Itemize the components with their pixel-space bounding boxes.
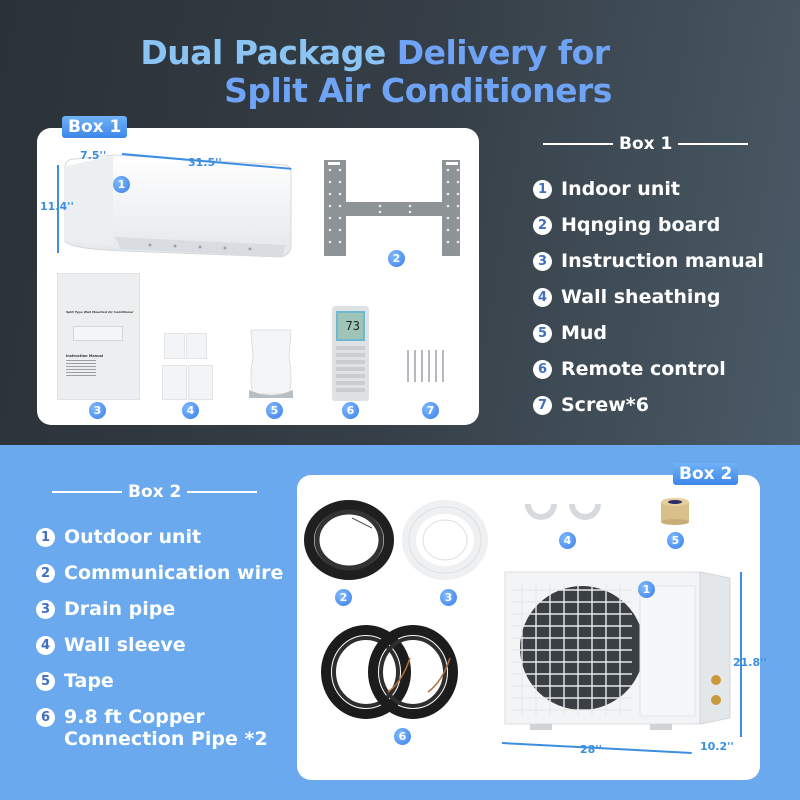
number-badge: 7 (533, 395, 552, 415)
tape-image (660, 497, 690, 525)
badge-4: 4 (559, 532, 576, 549)
badge-7: 7 (422, 402, 439, 419)
mud-pack-image (249, 328, 293, 400)
number-badge: 6 (36, 708, 55, 727)
badge-1: 1 (113, 176, 130, 193)
manual-label-box (73, 326, 123, 341)
number-badge: 2 (36, 563, 55, 583)
manual-subtitle: Instruction Manual (66, 354, 104, 358)
indoor-unit-image (55, 145, 295, 265)
number-badge: 3 (36, 599, 55, 619)
remote-buttons (336, 346, 365, 394)
badge-3: 3 (440, 589, 457, 606)
instruction-manual-image: Split Type Wall Mounted Air Conditioner … (57, 273, 140, 400)
drain-pipe-image (402, 500, 488, 580)
page-title-line1: Dual Package Delivery for (140, 33, 610, 72)
badge-6: 6 (394, 728, 411, 745)
number-badge: 2 (533, 215, 552, 235)
divider (187, 491, 258, 493)
box1-list-heading: Box 1 (543, 134, 749, 154)
dimension-arrow (57, 165, 59, 253)
badge-2: 2 (388, 250, 405, 267)
number-badge: 5 (533, 323, 552, 343)
badge-3: 3 (89, 402, 106, 419)
divider (678, 143, 749, 145)
outdoor-unit-image (500, 568, 735, 738)
communication-wire-image (302, 498, 396, 582)
dimension-arrow (740, 572, 742, 737)
divider (543, 143, 613, 145)
number-badge: 4 (36, 635, 55, 655)
remote-screen: 73 (336, 311, 365, 341)
number-badge: 5 (36, 671, 55, 691)
box2-tag: Box 2 (673, 463, 739, 485)
page-title-line2: Split Air Conditioners (224, 71, 612, 110)
number-badge: 1 (533, 179, 552, 199)
number-badge: 3 (533, 251, 552, 271)
badge-6: 6 (342, 402, 359, 419)
hanging-board-image (320, 158, 464, 258)
wall-sleeve-image (523, 500, 603, 526)
copper-pipe-image (318, 622, 468, 722)
outdoor-height-dimension: 21.8'' (733, 656, 767, 669)
remote-control-image: 73 (332, 306, 369, 401)
screws-image (405, 348, 445, 384)
badge-5: 5 (266, 402, 283, 419)
number-badge: 4 (533, 287, 552, 307)
outdoor-width-dimension: 28'' (580, 743, 603, 756)
badge-5: 5 (667, 532, 684, 549)
badge-2: 2 (335, 589, 352, 606)
manual-title: Split Type Wall Mounted Air Conditioner (66, 310, 134, 314)
manual-text-lines (66, 360, 96, 378)
divider (52, 491, 122, 493)
number-badge: 6 (533, 359, 552, 379)
indoor-height-dimension: 11.4'' (40, 200, 74, 213)
number-badge: 1 (36, 527, 55, 547)
box2-list-heading: Box 2 (52, 482, 258, 502)
badge-1: 1 (638, 581, 655, 598)
wall-sheathing-image (162, 333, 218, 401)
box1-tag: Box 1 (62, 116, 128, 138)
outdoor-depth-dimension: 10.2'' (700, 740, 734, 753)
badge-4: 4 (182, 402, 199, 419)
indoor-depth-dimension: 7.5'' (80, 149, 107, 162)
